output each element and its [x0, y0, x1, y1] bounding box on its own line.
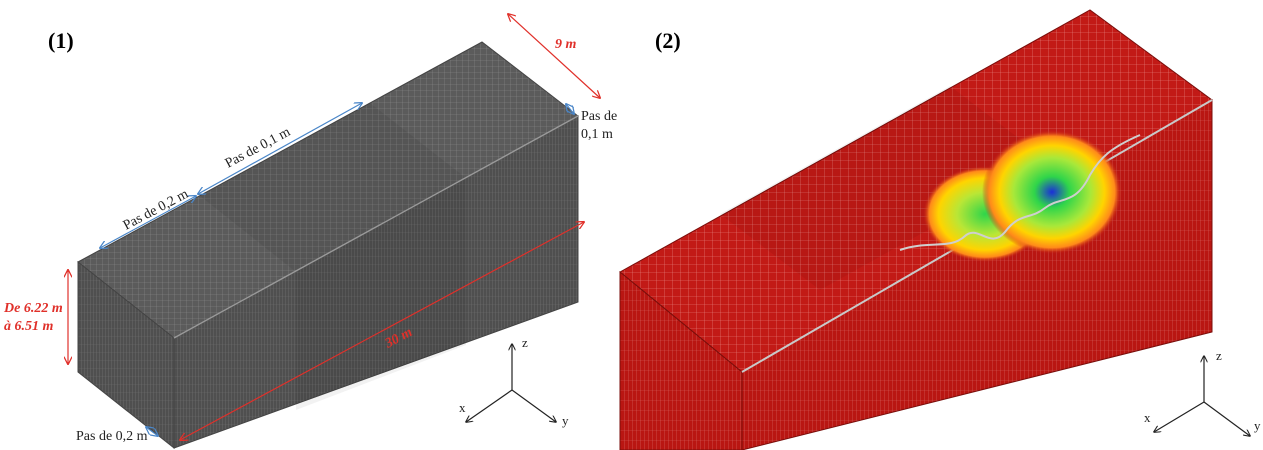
block-end-face [77, 260, 175, 450]
axis-x-label-1: x [459, 400, 466, 415]
dimension-width: 9 m [508, 14, 600, 98]
dimension-height-label-1: De 6.22 m [3, 301, 63, 316]
axes-triad-2: z x y [1144, 348, 1261, 436]
field-end-face [619, 270, 743, 450]
dimension-width-label: 9 m [555, 37, 577, 52]
dimension-height: De 6.22 m à 6.51 m [3, 270, 68, 364]
step-annotation-bottom: Pas de 0,2 m [76, 427, 158, 444]
axis-x-label-2: x [1144, 410, 1151, 425]
step-annotation-right: Pas de 0,1 m [566, 104, 617, 142]
step-right-label-1: Pas de [581, 109, 617, 124]
step-bottom-label: Pas de 0,2 m [76, 429, 148, 444]
panel-1-mesh-block [77, 41, 579, 450]
axis-z-label-2: z [1216, 348, 1222, 363]
panel-1-label: (1) [48, 28, 74, 53]
dimension-height-label-2: à 6.51 m [4, 319, 54, 334]
panel-2-label: (2) [655, 28, 681, 53]
step-right-label-2: 0,1 m [581, 127, 613, 142]
axes-triad-1: z x y [459, 335, 569, 428]
panel-2-field-block [619, 9, 1213, 450]
axis-z-label-1: z [522, 335, 528, 350]
axis-y-label-2: y [1254, 418, 1261, 433]
deformed-surface-curve [899, 134, 1141, 251]
axis-y-label-1: y [562, 413, 569, 428]
deformation-bump-right [982, 130, 1122, 254]
